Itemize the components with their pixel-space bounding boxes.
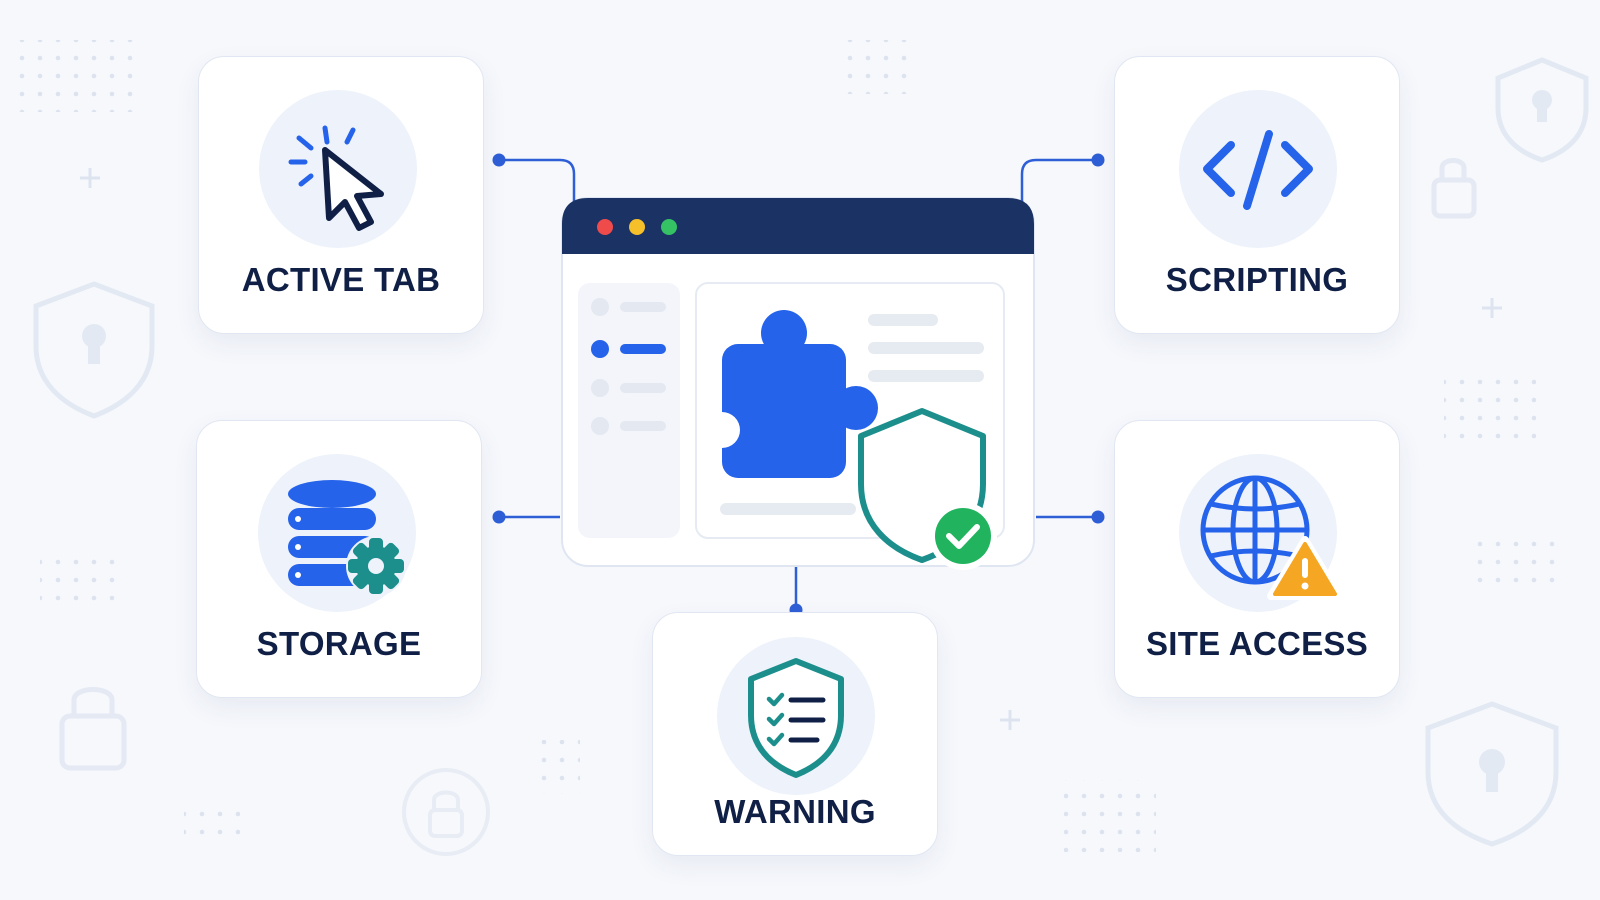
cursor-click-icon bbox=[259, 90, 417, 248]
card-active-tab: ACTIVE TAB bbox=[198, 56, 484, 334]
card-label: SITE ACCESS bbox=[1145, 625, 1369, 662]
window-close-dot bbox=[597, 219, 613, 235]
connector-dot bbox=[1091, 510, 1105, 524]
window-sidebar bbox=[578, 283, 680, 538]
shield-check-icon bbox=[858, 408, 997, 570]
puzzle-piece-icon bbox=[704, 310, 878, 478]
card-storage: STORAGE bbox=[196, 420, 482, 698]
database-gear-icon bbox=[258, 454, 416, 612]
faded-padlock-icon bbox=[1431, 158, 1477, 219]
dot-grid bbox=[1444, 368, 1536, 440]
shield-checklist-icon bbox=[717, 637, 875, 795]
card-label: STORAGE bbox=[256, 625, 422, 662]
warning-triangle-icon bbox=[1267, 536, 1337, 600]
globe-warning-icon bbox=[1179, 454, 1337, 612]
connector-scripting bbox=[1020, 158, 1098, 206]
dot-grid bbox=[540, 740, 580, 794]
window-maximize-dot bbox=[661, 219, 677, 235]
faded-shield-icon bbox=[33, 281, 155, 419]
connector-dot bbox=[492, 510, 506, 524]
window-minimize-dot bbox=[629, 219, 645, 235]
card-label: SCRIPTING bbox=[1165, 261, 1349, 298]
card-site-access: SITE ACCESS bbox=[1114, 420, 1400, 698]
code-brackets-icon bbox=[1179, 90, 1337, 248]
dot-grid bbox=[184, 806, 240, 842]
faded-padlock-icon bbox=[59, 687, 127, 771]
dot-grid bbox=[842, 40, 916, 94]
gear-icon bbox=[346, 536, 406, 596]
faded-shield-icon bbox=[1425, 701, 1559, 847]
faded-padlock-icon bbox=[402, 768, 490, 856]
card-label: ACTIVE TAB bbox=[241, 261, 441, 298]
plus-mark bbox=[80, 168, 1502, 730]
card-warning: WARNING bbox=[652, 612, 938, 856]
dot-grid bbox=[1064, 780, 1156, 852]
connector-dot bbox=[1091, 153, 1105, 167]
dot-grid bbox=[16, 40, 142, 112]
card-scripting: SCRIPTING bbox=[1114, 56, 1400, 334]
connector-dot bbox=[492, 153, 506, 167]
card-label: WARNING bbox=[714, 793, 876, 830]
dot-grid bbox=[1468, 530, 1560, 584]
faded-shield-icon bbox=[1495, 57, 1589, 163]
connector-active-tab bbox=[499, 158, 576, 206]
dot-grid bbox=[40, 548, 116, 602]
